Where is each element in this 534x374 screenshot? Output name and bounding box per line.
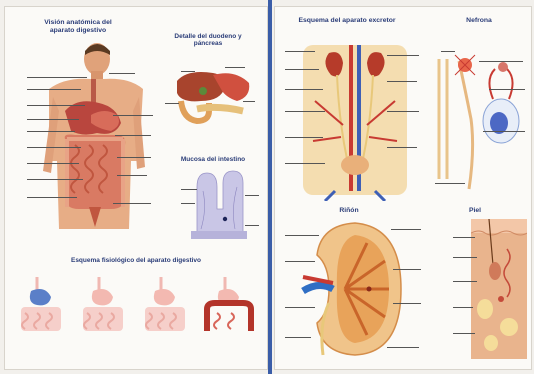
- leader-line: [387, 147, 417, 148]
- leader-line: [117, 157, 151, 158]
- leader-line: [285, 137, 323, 138]
- duodenum-detail-title: Detalle del duodeno y páncreas: [171, 33, 245, 48]
- leader-line: [27, 119, 79, 120]
- digestive-overview-title: Visión anatómica del aparato digestivo: [41, 19, 115, 35]
- leader-line: [387, 347, 419, 348]
- leader-line: [285, 51, 315, 52]
- left-page: Visión anatómica del aparato digestivo: [4, 6, 268, 370]
- skin-title: Piel: [455, 207, 495, 215]
- leader-line: [27, 179, 83, 180]
- leader-line: [453, 257, 477, 258]
- excretory-system-illustration: [295, 41, 415, 201]
- leader-line: [27, 77, 87, 78]
- nephron-title: Nefrona: [453, 17, 505, 25]
- leader-line: [453, 281, 477, 282]
- leader-line: [453, 333, 475, 334]
- leader-line: [483, 131, 525, 132]
- leader-line: [387, 111, 419, 112]
- kidney-cross-section-illustration: [297, 219, 407, 359]
- intestinal-mucosa-illustration: [191, 169, 247, 239]
- leader-line: [285, 261, 315, 262]
- leader-line: [285, 337, 311, 338]
- leader-line: [113, 115, 153, 116]
- leader-line: [285, 111, 325, 112]
- leader-line: [285, 89, 323, 90]
- leader-line: [27, 147, 81, 148]
- leader-line: [393, 303, 421, 304]
- leader-line: [117, 175, 147, 176]
- leader-line: [393, 269, 421, 270]
- leader-line: [27, 105, 85, 106]
- skin-layers-illustration: [471, 219, 527, 359]
- leader-line: [225, 67, 245, 68]
- leader-line: [27, 163, 79, 164]
- leader-line: [181, 71, 195, 72]
- physiology-stage-4: [201, 275, 257, 333]
- excretory-title: Esquema del aparato excretor: [287, 17, 407, 25]
- physiology-title: Esquema fisiológico del aparato digestiv…: [51, 257, 221, 264]
- physiology-stage-2: [77, 275, 129, 333]
- leader-line: [285, 307, 315, 308]
- page-gutter: [268, 0, 272, 374]
- physiology-stage-3: [139, 275, 191, 333]
- leader-line: [109, 73, 135, 74]
- leader-line: [435, 183, 465, 184]
- leader-line: [181, 189, 197, 190]
- leader-line: [489, 89, 525, 90]
- leader-line: [27, 89, 81, 90]
- intestine-mucosa-title: Mucosa del intestino: [173, 156, 253, 163]
- duodenum-pancreas-illustration: [173, 67, 253, 127]
- leader-line: [479, 61, 523, 62]
- leader-line: [441, 51, 455, 52]
- leader-line: [285, 163, 325, 164]
- leader-line: [243, 101, 255, 102]
- leader-line: [165, 103, 179, 104]
- leader-line: [27, 131, 75, 132]
- leader-line: [285, 69, 319, 70]
- leader-line: [453, 237, 475, 238]
- nephron-illustration: [425, 39, 527, 199]
- leader-line: [387, 55, 419, 56]
- leader-line: [245, 195, 259, 196]
- kidney-title: Riñón: [329, 207, 369, 215]
- leader-line: [113, 203, 151, 204]
- leader-line: [453, 307, 473, 308]
- right-page: Esquema del aparato excretor Nefrona: [274, 6, 532, 370]
- leader-line: [285, 235, 319, 236]
- leader-line: [181, 203, 195, 204]
- leader-line: [27, 197, 77, 198]
- leader-line: [245, 225, 259, 226]
- leader-line: [391, 229, 421, 230]
- leader-line: [387, 81, 417, 82]
- leader-line: [115, 135, 151, 136]
- physiology-stage-1: [15, 275, 67, 333]
